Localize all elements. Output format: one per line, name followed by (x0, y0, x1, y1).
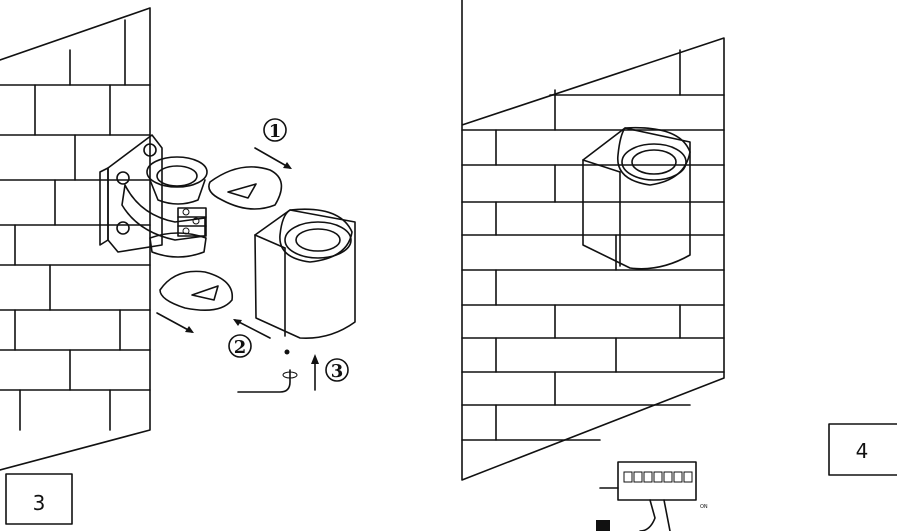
callout-3: 3 (325, 358, 349, 382)
mounting-bracket (99, 134, 208, 258)
arrow-3 (311, 354, 319, 391)
callout-1-label: 1 (269, 121, 282, 142)
dip-switch: ON (596, 461, 708, 531)
lower-glass-cover (159, 270, 234, 311)
step-4-label: 4 (856, 439, 869, 463)
allen-key-icon (237, 349, 298, 393)
step-4-box: 4 (828, 423, 897, 476)
arrow-2-left (156, 312, 194, 333)
left-wall (0, 7, 151, 471)
callout-2: 2 (228, 334, 252, 358)
step-3-box: 3 (5, 473, 73, 525)
lamp-housing-left (254, 208, 356, 339)
arrow-1 (254, 147, 292, 169)
right-wall (461, 0, 725, 481)
arrow-2-right (233, 319, 271, 339)
callout-2-label: 2 (234, 337, 247, 358)
upper-glass-cover (208, 166, 283, 210)
switch-on-label: ON (700, 504, 708, 510)
step-3-label: 3 (33, 491, 46, 515)
callout-3-label: 3 (331, 361, 344, 382)
lamp-housing-installed (582, 126, 691, 270)
callout-1: 1 (263, 118, 287, 142)
